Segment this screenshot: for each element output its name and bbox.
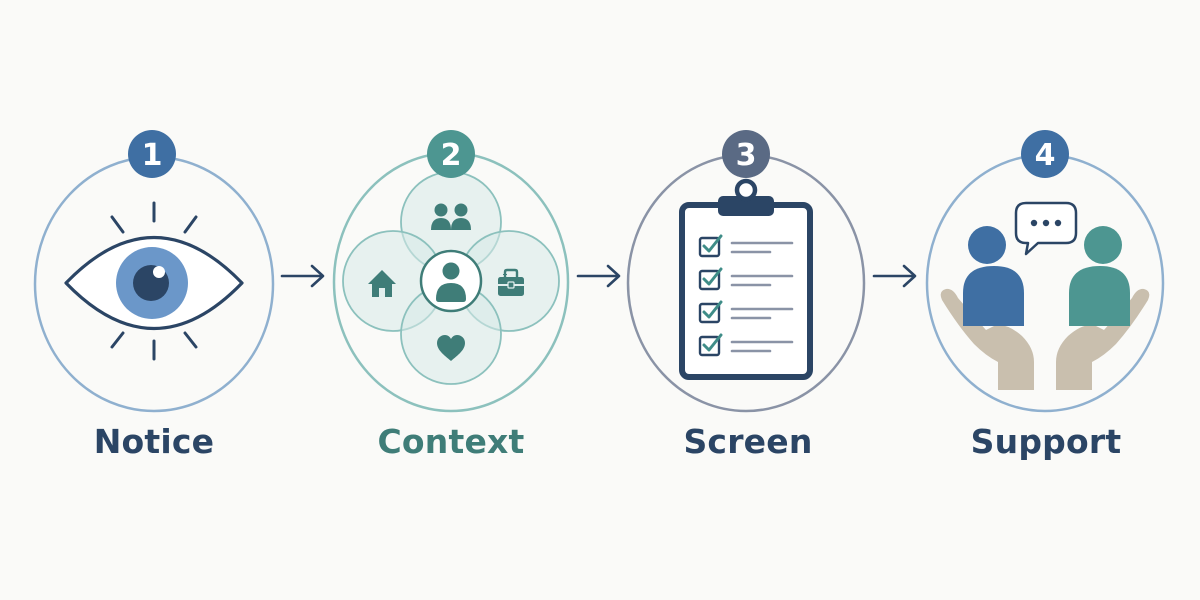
step-1-label: Notice [93,422,215,461]
step-1-number: 1 [142,138,163,173]
person-right-icon [1069,226,1130,326]
step-3: 3 [626,130,866,413]
step-4-number-badge [1021,130,1069,178]
family-icon [431,203,471,230]
support-hands-icon [940,201,1150,390]
speech-bubble-icon [1014,201,1078,256]
heart-icon [437,335,465,361]
arrow-right-icon [872,264,917,288]
arrow-right-icon [280,264,325,288]
arrow-right-icon [576,264,621,288]
step-4: 4 [925,130,1165,413]
checklist-rows [698,234,794,357]
step-2-number-badge [427,130,475,178]
step-2-label: Context [377,422,525,461]
context-venn-icon [342,171,560,385]
step-1: 1 [33,130,275,413]
eye-icon [64,201,244,361]
person-center-icon [419,249,483,313]
briefcase-icon [498,268,524,296]
step-3-number: 3 [736,138,757,173]
step-4-label: Support [970,422,1122,461]
step-2: 2 [332,130,570,413]
step-2-number: 2 [441,138,462,173]
step-3-number-badge [722,130,770,178]
clipboard-checklist-icon [679,178,813,380]
step-3-label: Screen [683,422,813,461]
step-4-number: 4 [1035,138,1056,173]
home-icon [368,270,396,297]
person-left-icon [963,226,1024,326]
step-1-number-badge [128,130,176,178]
